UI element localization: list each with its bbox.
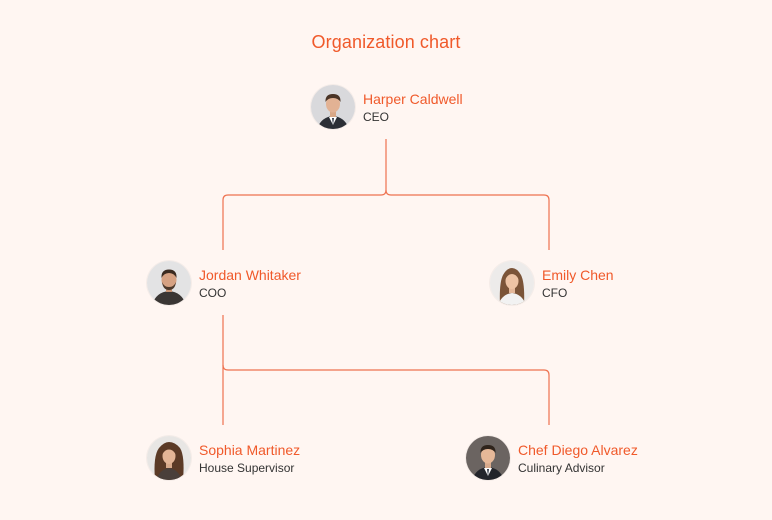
connector-coo-to-culinary-advisor [222, 364, 550, 425]
node-name: Emily Chen [542, 266, 614, 283]
org-node-culinary-advisor[interactable]: Chef Diego Alvarez Culinary Advisor [466, 436, 638, 480]
node-name: Jordan Whitaker [199, 266, 301, 283]
woman-avatar-icon [490, 261, 534, 305]
org-node-cfo[interactable]: Emily Chen CFO [490, 261, 614, 305]
org-node-coo[interactable]: Jordan Whitaker COO [147, 261, 301, 305]
org-node-ceo[interactable]: Harper Caldwell CEO [311, 85, 463, 129]
node-name: Harper Caldwell [363, 90, 463, 107]
org-node-house-supervisor[interactable]: Sophia Martinez House Supervisor [147, 436, 300, 480]
chart-title: Organization chart [311, 32, 461, 52]
node-role: CFO [542, 285, 568, 300]
node-role: Culinary Advisor [518, 460, 605, 475]
connector-ceo-to-cfo [385, 189, 550, 250]
connector-ceo-to-coo [222, 139, 387, 250]
node-name: Sophia Martinez [199, 441, 301, 458]
node-role: House Supervisor [199, 460, 295, 475]
node-role: CEO [363, 109, 390, 124]
node-name: Chef Diego Alvarez [518, 441, 638, 458]
man-suit-avatar-icon [311, 85, 355, 129]
woman-curly-avatar-icon [147, 436, 191, 480]
man-suit-avatar-icon [466, 436, 510, 480]
node-role: COO [199, 285, 227, 300]
man-beard-avatar-icon [147, 261, 191, 305]
